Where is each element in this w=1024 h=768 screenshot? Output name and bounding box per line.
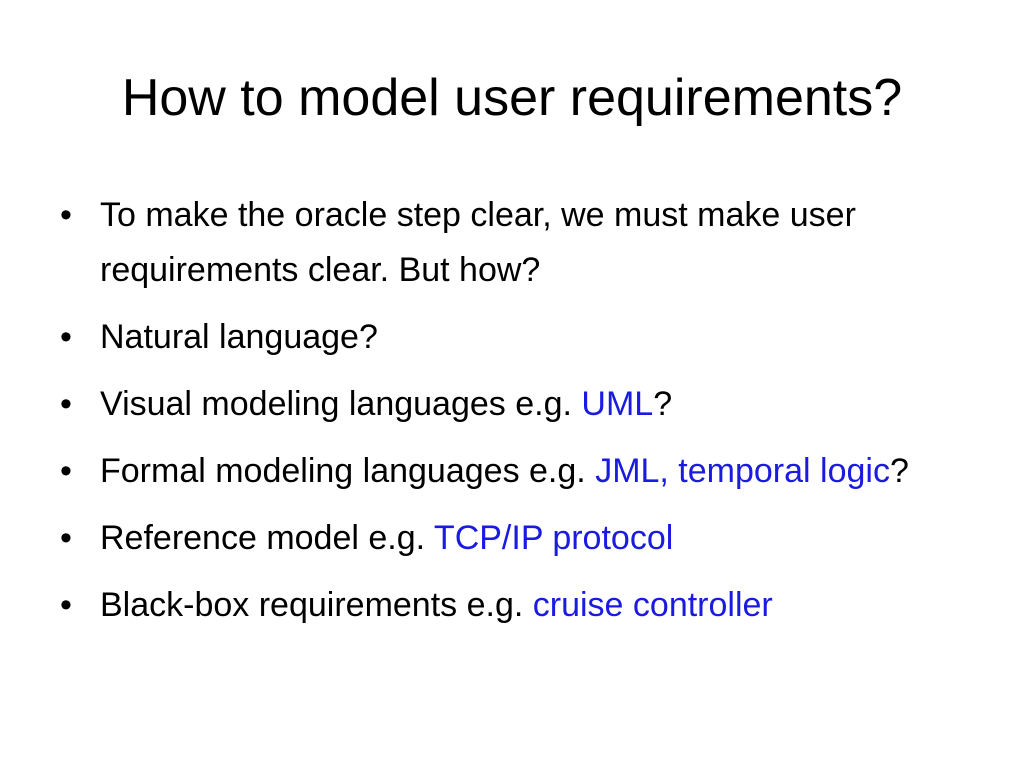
bullet-highlight: UML	[581, 385, 654, 423]
bullet-icon: •	[60, 519, 72, 557]
bullet-highlight: JML, temporal logic	[595, 452, 890, 490]
bullet-item: • Visual modeling languages e.g. UML?	[56, 377, 976, 432]
bullet-item: • Black-box requirements e.g. cruise con…	[56, 578, 976, 633]
bullet-icon: •	[60, 452, 72, 490]
bullet-suffix: ?	[889, 452, 909, 490]
bullet-text: Visual modeling languages e.g.	[100, 385, 582, 423]
bullet-item: • To make the oracle step clear, we must…	[56, 188, 976, 298]
bullet-text: Natural language?	[100, 318, 378, 356]
bullet-item: • Reference model e.g. TCP/IP protocol	[56, 511, 976, 566]
bullet-suffix: ?	[653, 385, 673, 423]
bullet-text: Formal modeling languages e.g.	[100, 452, 596, 490]
bullet-text: To make the oracle step clear, we must m…	[100, 196, 856, 289]
bullet-icon: •	[60, 385, 72, 423]
bullet-text: Reference model e.g.	[100, 519, 434, 557]
slide-title: How to model user requirements?	[121, 69, 903, 127]
bullet-item: • Natural language?	[56, 310, 976, 365]
bullet-highlight: TCP/IP protocol	[433, 519, 674, 557]
bullet-icon: •	[60, 196, 72, 234]
bullet-icon: •	[60, 586, 72, 624]
bullet-icon: •	[60, 318, 72, 356]
bullet-highlight: cruise controller	[532, 586, 773, 624]
bullet-item: • Formal modeling languages e.g. JML, te…	[56, 444, 976, 499]
bullet-list: • To make the oracle step clear, we must…	[56, 188, 976, 645]
bullet-text: Black-box requirements e.g.	[100, 586, 533, 624]
